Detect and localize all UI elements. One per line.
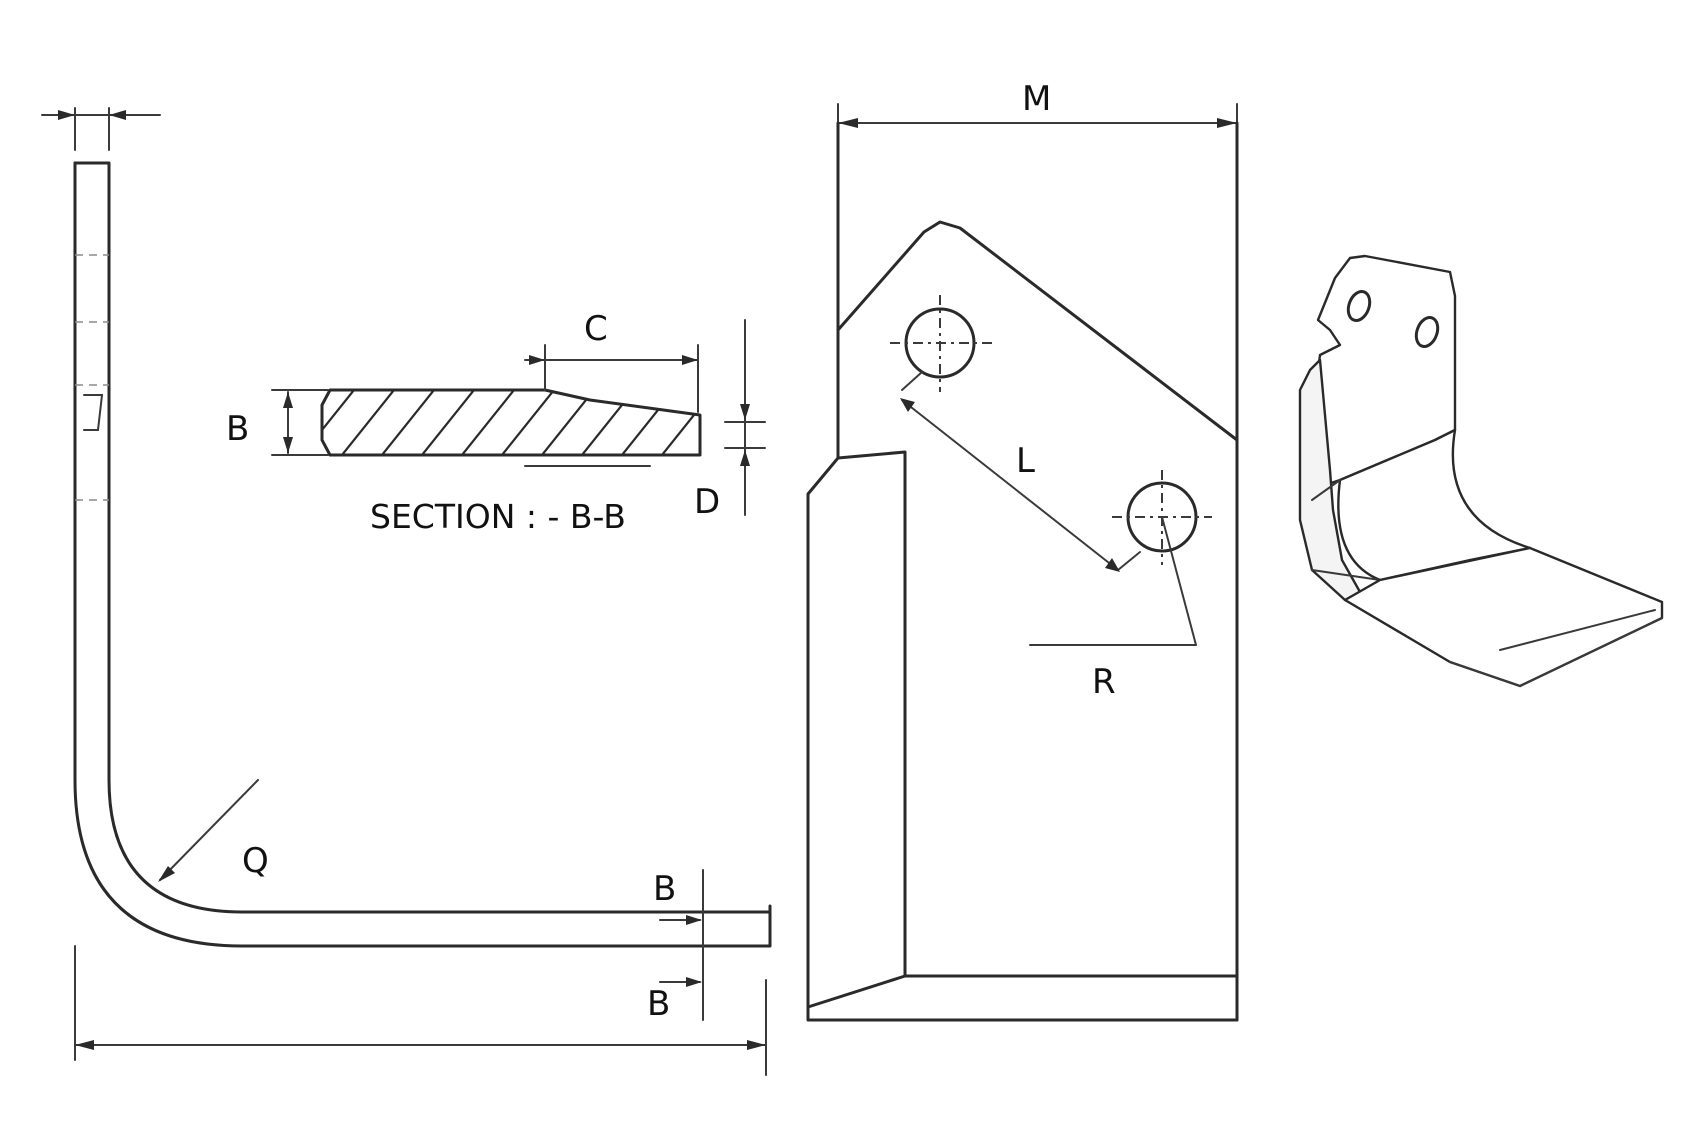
- section-title: SECTION : - B-B: [370, 497, 626, 536]
- front-view-outline: [806, 220, 1239, 1022]
- dimension-label-c: C: [584, 309, 608, 349]
- isometric-blade-view: [1298, 254, 1664, 688]
- section-outline: [320, 388, 702, 457]
- section-mark-label-top: B: [653, 869, 676, 909]
- section-mark-label-bottom: B: [647, 984, 670, 1024]
- front-view: [806, 103, 1239, 1022]
- dimension-label-d: D: [694, 482, 720, 522]
- dimension-label-m: M: [1022, 79, 1051, 119]
- blade-profile-inner: [73, 161, 772, 914]
- blade-profile-outer: [73, 161, 772, 948]
- radius-label-q: Q: [242, 841, 269, 881]
- section-thickness-label-b: B: [226, 409, 249, 449]
- section-hatching: [322, 390, 700, 455]
- cross-section-view: [271, 319, 766, 516]
- dimension-label-r: R: [1092, 662, 1116, 702]
- side-profile-view: [41, 107, 772, 1076]
- dimension-label-l: L: [1016, 441, 1035, 481]
